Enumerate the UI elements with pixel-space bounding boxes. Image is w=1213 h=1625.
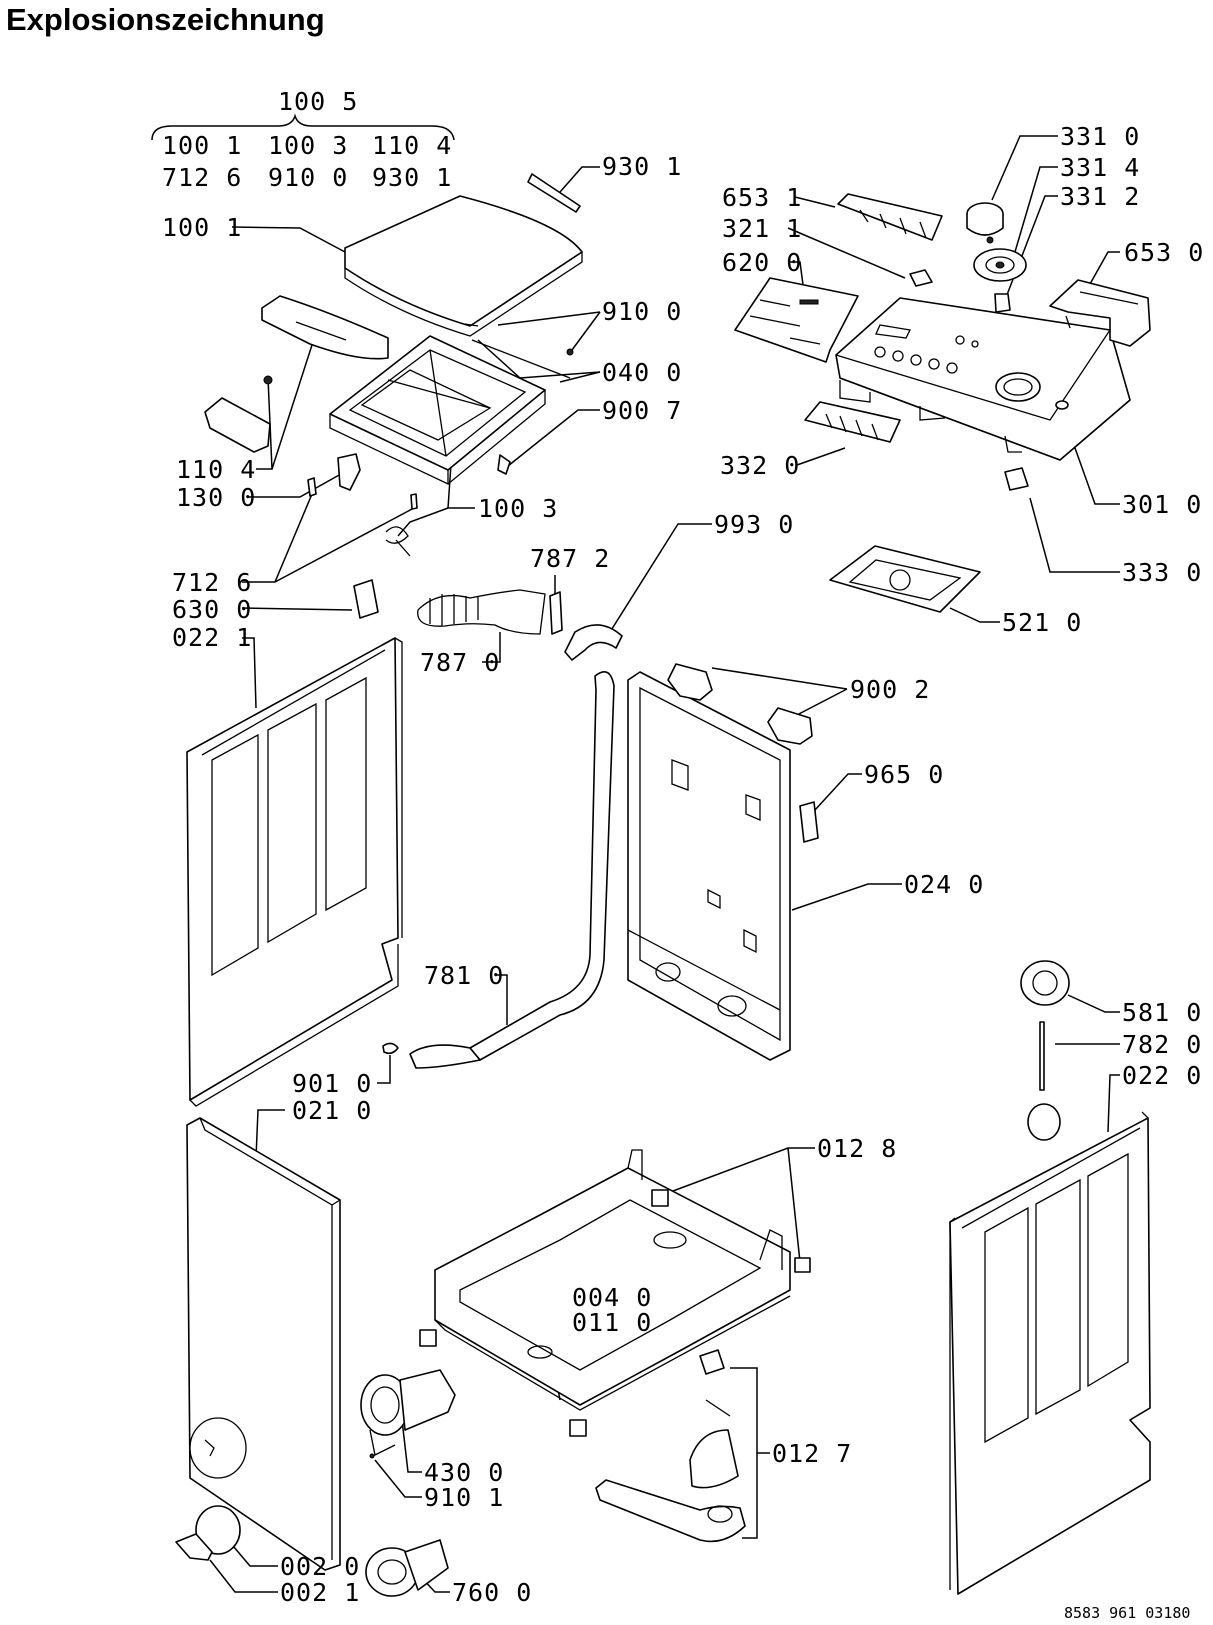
service-flap-part (175, 1505, 241, 1561)
callout-label: 012 8 (817, 1134, 897, 1163)
clips-900-2-part (667, 663, 813, 745)
pulley-part (1020, 960, 1070, 1141)
panel-buttons (874, 335, 979, 374)
leader-lines (151, 113, 1120, 1593)
spindle-part (994, 293, 1011, 313)
callout-label: 022 0 (1122, 1061, 1202, 1090)
feet-part (419, 1189, 811, 1437)
front-panel-part (186, 1117, 341, 1571)
callout-label: 331 4 (1060, 153, 1140, 182)
callout-label: 965 0 (864, 760, 944, 789)
callout-label: 024 0 (904, 870, 984, 899)
top-frame-part (329, 335, 546, 486)
callout-label: 712 6 (172, 568, 252, 597)
lid-trim-part (261, 295, 389, 360)
back-panel-part (627, 671, 791, 1061)
callout-label: 022 1 (172, 623, 252, 652)
callout-label: 430 0 (424, 1458, 504, 1487)
dispenser-hose-part (417, 589, 563, 635)
callout-label: 130 0 (176, 483, 256, 512)
callout-label: 100 1 (162, 213, 242, 242)
callout-label: 900 7 (602, 396, 682, 425)
callout-label: 653 0 (1124, 238, 1204, 267)
bracket-653-1-part (837, 193, 943, 241)
callout-label: 712 6 (162, 163, 242, 192)
callout-label: 040 0 (602, 358, 682, 387)
callout-label: 760 0 (452, 1578, 532, 1607)
callout-label: 021 0 (292, 1096, 372, 1125)
callout-label: 321 1 (722, 214, 802, 243)
footer-code: 8583 961 03180 (1064, 1604, 1190, 1622)
callout-label: 787 2 (530, 544, 610, 573)
callout-label: 332 0 (720, 451, 800, 480)
callout-label: 782 0 (1122, 1030, 1202, 1059)
callout-label: 653 1 (722, 183, 802, 212)
callout-label: 581 0 (1122, 998, 1202, 1027)
callout-label: 787 0 (420, 648, 500, 677)
callout-label: 110 4 (372, 131, 452, 160)
knob-part (966, 202, 1004, 244)
button-block-part (804, 401, 901, 443)
drain-hose-part (382, 624, 623, 1069)
callout-label: 930 1 (372, 163, 452, 192)
callout-label: 100 5 (278, 87, 358, 116)
callout-label: 002 1 (280, 1578, 360, 1607)
switch-321-part (909, 269, 933, 287)
callout-label: 012 7 (772, 1439, 852, 1468)
callout-label: 910 0 (268, 163, 348, 192)
callout-label: 910 1 (424, 1483, 504, 1512)
bracket-653-0-part (1049, 279, 1151, 347)
callout-label: 004 0 (572, 1283, 652, 1312)
callout-label: 910 0 (602, 297, 682, 326)
hinge-part (204, 375, 273, 453)
parts (175, 173, 1151, 1597)
handle-part (527, 173, 581, 213)
callout-label: 993 0 (714, 510, 794, 539)
callout-label: 100 3 (478, 494, 558, 523)
callout-label: 331 0 (1060, 122, 1140, 151)
callout-label: 900 2 (850, 675, 930, 704)
callout-label: 630 0 (172, 595, 252, 624)
foot-assembly-part (595, 1349, 746, 1543)
small-fasteners (307, 323, 574, 557)
pcb-part (734, 277, 859, 363)
clip-333-part (1004, 467, 1029, 491)
lid-part (344, 195, 583, 337)
cover-small-part (353, 579, 379, 619)
callout-label: 100 1 (162, 131, 242, 160)
pump-part (360, 1369, 456, 1459)
callout-label: 781 0 (424, 961, 504, 990)
callout-label: 521 0 (1002, 608, 1082, 637)
callout-label: 011 0 (572, 1308, 652, 1337)
callout-label: 930 1 (602, 152, 682, 181)
control-panel-part (835, 297, 1131, 461)
callout-label: 002 0 (280, 1552, 360, 1581)
callout-label: 333 0 (1122, 558, 1202, 587)
page-title: Explosionszeichnung (6, 2, 325, 37)
base-frame-part (434, 1149, 791, 1411)
callout-label: 110 4 (176, 455, 256, 484)
callout-label: 620 0 (722, 248, 802, 277)
side-panel-left-part (186, 637, 403, 1107)
callout-label: 331 2 (1060, 182, 1140, 211)
callout-labels: 100 5 100 1 100 3 110 4 712 6 910 0 930 … (162, 87, 1204, 1622)
callout-label: 100 3 (268, 131, 348, 160)
callout-label: 301 0 (1122, 490, 1202, 519)
disc-part (973, 248, 1027, 282)
part-965 (799, 801, 819, 843)
side-panel-right-part (949, 1111, 1151, 1595)
callout-label: 901 0 (292, 1069, 372, 1098)
filter-part (365, 1539, 449, 1597)
control-board-part (829, 545, 981, 613)
